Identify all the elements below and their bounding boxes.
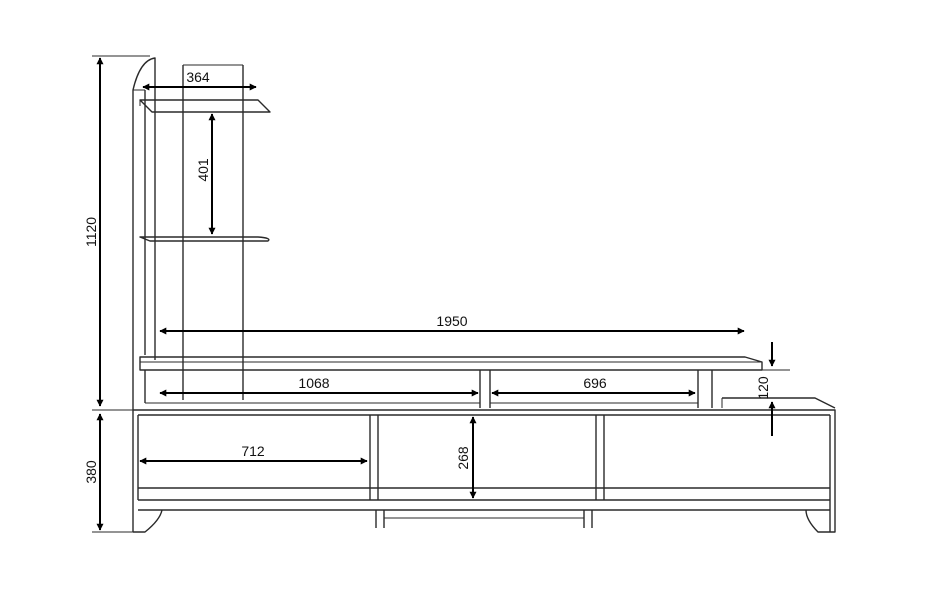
tower-panel	[132, 57, 244, 410]
dimension-right-opening: 696	[491, 375, 696, 397]
dimension-top-width: 1950	[159, 313, 745, 335]
top-board	[139, 356, 763, 371]
dim-label-1950: 1950	[436, 313, 467, 329]
dim-label-120: 120	[755, 376, 771, 400]
dim-label-401: 401	[195, 158, 211, 182]
dim-label-712: 712	[241, 443, 265, 459]
upper-openings	[144, 370, 713, 408]
upper-shelf	[139, 99, 271, 113]
dim-label-380: 380	[83, 460, 99, 484]
dimension-left-opening: 1068	[159, 375, 479, 397]
dimension-compartment-height: 268	[455, 416, 477, 499]
dimension-total-height: 1120	[83, 57, 104, 407]
middle-shelf	[139, 236, 270, 242]
dim-label-696: 696	[583, 375, 607, 391]
right-step	[721, 397, 836, 409]
dimension-shelf-spacing: 401	[195, 113, 216, 235]
dimension-compartment-width: 712	[139, 443, 368, 465]
dim-label-364: 364	[186, 69, 210, 85]
dim-label-1120: 1120	[83, 217, 99, 247]
dim-label-1068: 1068	[298, 375, 329, 391]
dimension-shelf-width: 364	[142, 69, 257, 91]
dim-label-268: 268	[455, 446, 471, 470]
dimension-base-height: 380	[83, 413, 104, 531]
base-cabinet	[132, 409, 836, 533]
dimension-step-height: 120	[755, 342, 790, 436]
